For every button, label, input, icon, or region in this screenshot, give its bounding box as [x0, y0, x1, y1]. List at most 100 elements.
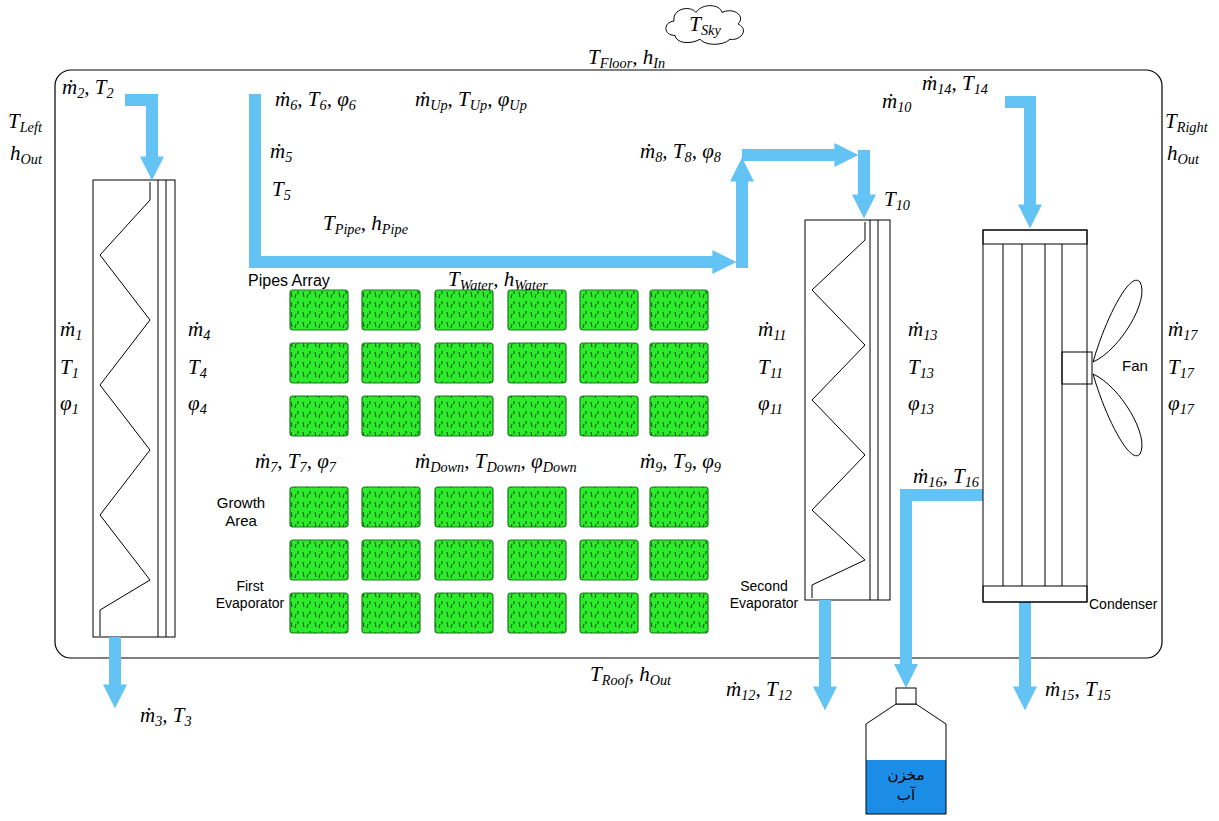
plant-bed	[650, 290, 708, 330]
variable-label: ṁ5	[270, 140, 292, 162]
variable-label: ṁ10	[882, 90, 911, 112]
variable-label: ṁ6, T6, φ6	[275, 88, 356, 110]
variable-label: ṁ13	[908, 318, 937, 340]
condenser-tube	[1022, 244, 1023, 586]
plant-bed	[290, 540, 348, 580]
plant-bed	[508, 396, 566, 436]
connector-line	[906, 495, 983, 668]
variable-label: hOut	[10, 142, 42, 164]
sky-cloud: TSky	[660, 1, 750, 45]
plant-bed	[435, 343, 493, 383]
plant-bed	[435, 487, 493, 527]
variable-label: ṁ14, T14	[922, 72, 988, 94]
variable-label: φ13	[908, 392, 934, 414]
plant-bed	[362, 593, 420, 633]
water-tank-label: مخزن آب	[884, 766, 928, 805]
variable-label: ṁ4	[188, 318, 210, 340]
tank-water	[866, 760, 946, 814]
edge-label: ṁ16, T16	[913, 465, 979, 487]
plant-bed	[362, 396, 420, 436]
plant-bed	[362, 290, 420, 330]
plant-bed	[580, 343, 638, 383]
variable-label: T11	[758, 356, 783, 378]
condenser-outline	[983, 230, 1087, 602]
variable-label: TLeft	[8, 110, 42, 132]
variable-label: ṁ8, T8, φ8	[640, 140, 721, 162]
condenser-header	[983, 586, 1087, 602]
variable-label: T13	[908, 356, 934, 378]
plant-bed	[580, 290, 638, 330]
variable-label: ṁ7, T7, φ7	[255, 450, 336, 472]
condenser-tube	[1003, 244, 1004, 586]
plant-bed	[290, 487, 348, 527]
plant-bed	[650, 593, 708, 633]
condenser-header	[983, 230, 1087, 244]
variable-label: ṁ15, T15	[1045, 678, 1111, 700]
variable-label: TPipe, hPipe	[323, 212, 408, 234]
air-flow-arrows	[115, 94, 1030, 690]
condenser-shape	[983, 230, 1087, 602]
variable-label: φ4	[188, 392, 207, 414]
variable-label: TRoof, hOut	[590, 663, 671, 685]
variable-label: T17	[1168, 356, 1194, 378]
part-name: Growth Area	[210, 494, 272, 530]
variable-label: ṁ11	[758, 318, 786, 340]
plant-bed	[435, 593, 493, 633]
variable-label: ṁ17	[1168, 318, 1197, 340]
plant-bed	[508, 290, 566, 330]
part-name: Second Evaporator	[724, 578, 804, 612]
variable-label: T5	[272, 178, 291, 200]
variable-label: ṁ1	[60, 318, 82, 340]
variable-label: ṁ12, T12	[726, 678, 792, 700]
variable-label: ṁ9, T9, φ9	[640, 450, 721, 472]
plant-bed	[508, 593, 566, 633]
plant-bed	[290, 396, 348, 436]
plant-bed	[650, 540, 708, 580]
plant-bed	[290, 343, 348, 383]
plant-bed	[362, 540, 420, 580]
water-tank: مخزن آب	[862, 688, 950, 815]
plant-bed	[362, 487, 420, 527]
plant-bed	[435, 540, 493, 580]
plant-bed	[580, 540, 638, 580]
variable-label: φ11	[758, 392, 783, 414]
variable-label: T4	[188, 356, 207, 378]
variable-label: ṁ3, T3	[140, 704, 192, 726]
plant-bed	[362, 343, 420, 383]
first-evaporator	[93, 180, 175, 637]
variable-label: TRight	[1165, 110, 1208, 132]
cloud-outline	[666, 6, 744, 45]
plant-bed	[435, 396, 493, 436]
fan-label: Fan	[1122, 357, 1148, 374]
fan: Fan	[1120, 356, 1150, 376]
plant-bed	[508, 487, 566, 527]
condenser: Condenser	[983, 230, 1087, 602]
variable-label: φ1	[60, 392, 79, 414]
condenser-tube	[1045, 244, 1046, 586]
tank-outline	[866, 704, 946, 814]
water-flow-connector	[894, 495, 983, 688]
plant-bed	[650, 343, 708, 383]
plant-bed	[508, 343, 566, 383]
plant-bed	[580, 487, 638, 527]
plant-bed	[435, 290, 493, 330]
plant-bed	[650, 396, 708, 436]
plant-bed	[580, 396, 638, 436]
plant-bed	[580, 593, 638, 633]
variable-label: ṁUp, TUp, φUp	[415, 88, 527, 110]
variable-label: TWater, hWater	[448, 268, 548, 290]
variable-label: TFloor, hIn	[588, 46, 665, 68]
variable-label: hOut	[1167, 142, 1199, 164]
plant-bed	[290, 593, 348, 633]
sky-cloud-label: TSky	[689, 13, 720, 35]
variable-label: T1	[60, 356, 79, 378]
variable-label: ṁDown, TDown, φDown	[415, 450, 577, 472]
condenser-label: Condenser	[1089, 596, 1158, 613]
condenser-tube	[1062, 244, 1063, 586]
arrow-head	[894, 664, 918, 688]
plant-bed	[290, 290, 348, 330]
part-name: First Evaporator	[210, 578, 290, 612]
part-name: Pipes Array	[248, 271, 330, 290]
